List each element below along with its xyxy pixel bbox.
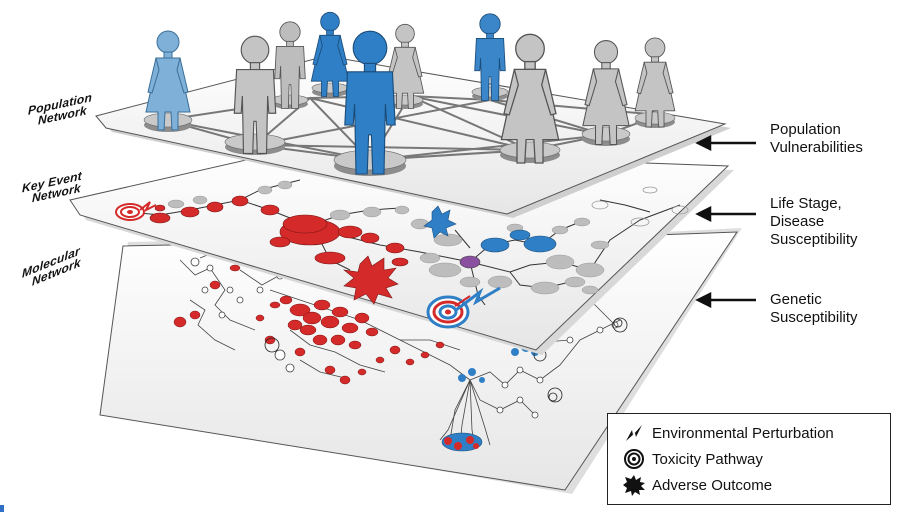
person-gray-far-right: [634, 37, 676, 128]
legend-item-toxicity-pathway: Toxicity Pathway: [622, 448, 763, 470]
legend: Environmental Perturbation Toxicity Path…: [607, 413, 891, 505]
molecular-network-graph: [179, 251, 621, 449]
person-light-blue-left: [143, 30, 193, 132]
person-blue-back: [310, 11, 350, 97]
person-gray-center-right: [499, 33, 561, 164]
person-gray-back-center: [385, 23, 425, 109]
toxicity-pathway-target-small: [115, 201, 157, 221]
person-gray-right: [581, 40, 631, 146]
label-arrows: [695, 134, 756, 309]
person-blue-back-right: [471, 13, 509, 101]
toxicity-pathway-target-large: [426, 286, 501, 329]
molecular-dark-clusters: [264, 317, 628, 403]
person-gray-back: [271, 21, 309, 109]
corner-mark: [0, 505, 4, 512]
person-blue-front: [333, 30, 407, 176]
legend-item-adverse-outcome: Adverse Outcome: [622, 474, 772, 496]
target-icon: [624, 449, 644, 469]
key-event-network-graph: [115, 179, 689, 329]
lightning-icon: [626, 425, 642, 441]
legend-item-environmental-perturbation: Environmental Perturbation: [622, 422, 834, 444]
starburst-icon: [623, 475, 645, 496]
population-people: [143, 11, 676, 176]
molecular-red-nodes: [173, 264, 445, 385]
person-gray-left: [224, 35, 286, 155]
adverse-outcome-starburst: [342, 255, 399, 305]
